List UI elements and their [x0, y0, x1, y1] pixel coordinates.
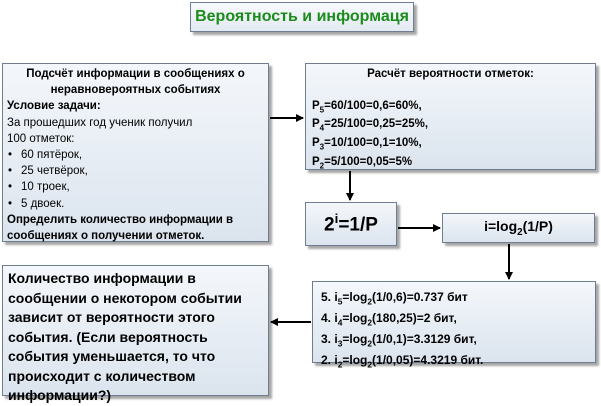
probability-line: P3=10/100=0,1=10%, — [312, 137, 422, 152]
probability-line: P2=5/100=0,05=5% — [312, 155, 413, 171]
condition-label: Условие задачи: — [7, 100, 101, 113]
list-item: 25 четвёрок, — [7, 163, 264, 179]
title-box: Вероятность и информаця — [190, 2, 414, 32]
exponent-formula: 2i=1/P — [324, 211, 378, 236]
list-item: 10 троек, — [7, 179, 264, 195]
calculation-line: 2. i2=log2(1/0,05)=4.3219 бит. — [321, 352, 484, 370]
log-formula: i=log2(1/P) — [484, 218, 553, 238]
probability-box: Расчёт вероятности отметок: P5=60/100=0,… — [305, 63, 596, 170]
calculation-line: 3. i3=log2(1/0,1)=3.3129 бит, — [321, 331, 477, 349]
exponent-formula-box: 2i=1/P — [305, 202, 397, 246]
conclusion-text: Количество информации в сообщении о неко… — [8, 270, 242, 403]
task-question: Определить количество информации в сообщ… — [7, 213, 234, 243]
list-item: 5 двоек. — [7, 196, 264, 212]
calculation-line: 5. i5=log2(1/0,6)=0.737 бит — [321, 290, 468, 307]
task-intro-1: За прошедших год ученик получил — [7, 116, 193, 129]
probability-line: P5=60/100=0,6=60%, — [312, 99, 422, 114]
probability-line: P4=25/100=0,25=25%, — [312, 118, 429, 133]
task-heading: Подсчёт информации в сообщениях о неравн… — [26, 68, 245, 97]
calculation-box: 5. i5=log2(1/0,6)=0.737 бит 4. i4=log2(1… — [312, 281, 596, 369]
list-item: 60 пятёрок, — [7, 147, 264, 163]
log-formula-box: i=log2(1/P) — [442, 213, 595, 243]
grade-list: 60 пятёрок, 25 четвёрок, 10 троек, 5 дво… — [7, 147, 264, 212]
task-box: Подсчёт информации в сообщениях о неравн… — [2, 63, 269, 242]
conclusion-box: Количество информации в сообщении о неко… — [2, 265, 269, 403]
calculation-line: 4. i4=log2(180,25)=2 бит, — [321, 310, 457, 328]
probability-heading: Расчёт вероятности отметок: — [367, 68, 534, 80]
diagram-title: Вероятность и информаця — [195, 8, 409, 25]
task-intro-2: 100 отметок: — [7, 132, 75, 145]
